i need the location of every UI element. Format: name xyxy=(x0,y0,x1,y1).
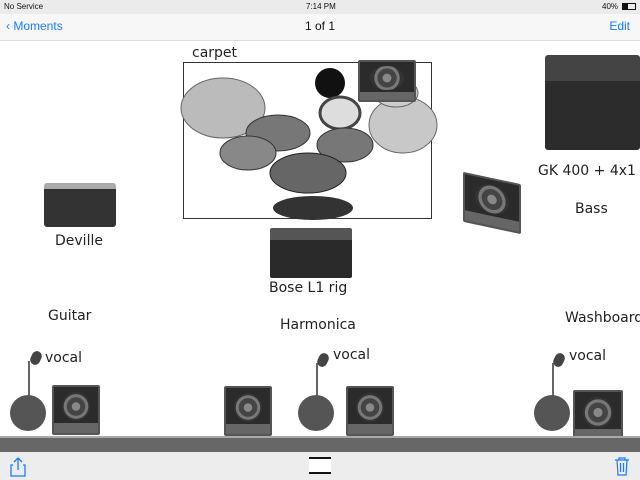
stage-edge xyxy=(0,436,640,452)
washboard-label: Washboard xyxy=(565,310,640,326)
battery-level: 40% xyxy=(602,2,619,11)
pa-system xyxy=(270,228,352,278)
guitar-label: Guitar xyxy=(48,308,92,324)
monitor-wedge xyxy=(346,386,394,436)
microphone-icon xyxy=(28,349,44,367)
share-icon[interactable] xyxy=(10,457,26,477)
edit-button[interactable]: Edit xyxy=(609,19,630,33)
mic-stand xyxy=(552,363,554,403)
guitar-amp xyxy=(44,183,116,227)
bass-label: Bass xyxy=(575,201,608,217)
mic-base xyxy=(10,395,46,431)
page-title: 1 of 1 xyxy=(304,19,336,33)
bass-rig-label: GK 400 + 4x1 xyxy=(538,163,636,179)
battery-icon xyxy=(622,3,636,10)
back-label: Moments xyxy=(13,19,63,33)
vocal-label: vocal xyxy=(569,348,607,364)
monitor-wedge xyxy=(573,390,623,442)
mic-stand xyxy=(316,363,318,403)
photo-stage-plot[interactable]: carpet Deville Bose L1 rig GK 400 + 4x1 … xyxy=(0,41,640,452)
bottom-toolbar xyxy=(0,452,640,480)
carrier: No Service xyxy=(4,2,44,11)
back-button[interactable]: ‹ Moments xyxy=(6,19,63,33)
monitor-wedge xyxy=(224,386,272,436)
bose-label: Bose L1 rig xyxy=(269,280,348,296)
monitor-wedge xyxy=(52,385,100,435)
navigation-bar: ‹ Moments 1 of 1 Edit xyxy=(0,14,640,41)
monitor-wedge xyxy=(463,171,521,235)
photo-thumbnail[interactable] xyxy=(309,457,331,474)
status-bar: No Service 7:14 PM 40% xyxy=(0,0,640,14)
vocal-label: vocal xyxy=(333,347,371,363)
monitor-wedge xyxy=(358,60,416,102)
mic-stand xyxy=(28,361,30,401)
vocal-label: vocal xyxy=(45,350,83,366)
bass-rig xyxy=(545,55,640,150)
drum-kit xyxy=(180,68,438,220)
mic-base xyxy=(534,395,570,431)
deville-label: Deville xyxy=(55,233,103,249)
harmonica-label: Harmonica xyxy=(280,317,356,333)
trash-icon[interactable] xyxy=(614,456,630,476)
carpet-label: carpet xyxy=(192,45,238,61)
mic-base xyxy=(298,395,334,431)
clock: 7:14 PM xyxy=(306,2,336,11)
